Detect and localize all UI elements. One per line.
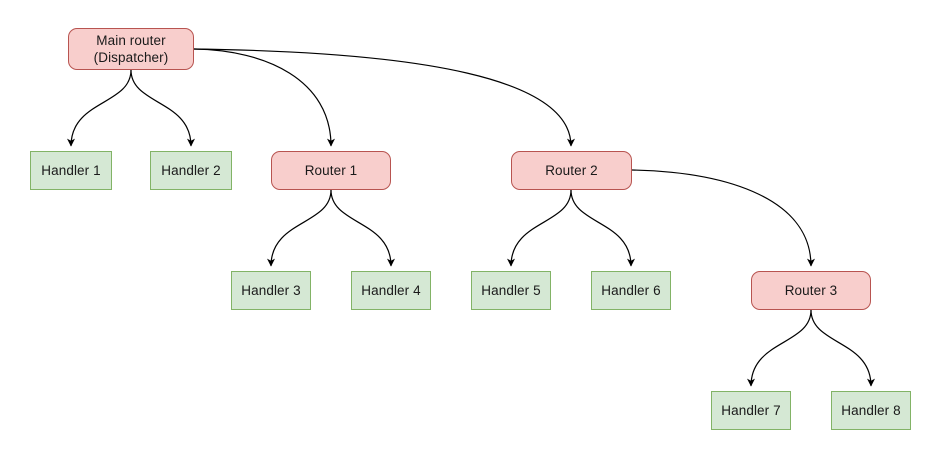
node-handler-4[interactable]: Handler 4	[351, 271, 431, 310]
node-router-1[interactable]: Router 1	[271, 151, 391, 190]
edge-main-to-router-2	[193, 48, 575, 147]
node-label-router-2: Router 2	[545, 162, 598, 178]
node-label-handler-1: Handler 1	[41, 162, 101, 178]
node-label-handler-3: Handler 3	[241, 282, 301, 298]
node-main-router[interactable]: Main router (Dispatcher)	[68, 28, 194, 70]
edge-router-2-to-router-3	[631, 169, 815, 267]
node-handler-2[interactable]: Handler 2	[150, 151, 232, 190]
diagram-edges	[67, 48, 875, 387]
node-handler-3[interactable]: Handler 3	[231, 271, 311, 310]
node-handler-1[interactable]: Handler 1	[30, 151, 112, 190]
node-label-handler-6: Handler 6	[601, 282, 661, 298]
node-label-handler-2: Handler 2	[161, 162, 221, 178]
edge-router-3-to-handler-7	[747, 309, 812, 387]
node-label-main-router: Main router (Dispatcher)	[93, 32, 169, 65]
node-label-router-1: Router 1	[304, 162, 358, 178]
node-router-3[interactable]: Router 3	[751, 271, 871, 310]
edge-router-1-to-handler-4	[330, 189, 395, 267]
edge-router-2-to-handler-6	[570, 189, 635, 267]
node-label-handler-8: Handler 8	[841, 402, 901, 418]
node-router-2[interactable]: Router 2	[511, 151, 632, 190]
edge-router-3-to-handler-8	[810, 309, 875, 387]
node-handler-7[interactable]: Handler 7	[711, 391, 791, 430]
node-label-router-3: Router 3	[784, 282, 838, 298]
node-label-handler-4: Handler 4	[361, 282, 421, 298]
edge-main-to-handler-2	[130, 69, 195, 147]
node-label-handler-7: Handler 7	[721, 402, 781, 418]
edge-main-to-router-1	[193, 48, 335, 147]
edge-router-2-to-handler-5	[507, 189, 572, 267]
node-handler-8[interactable]: Handler 8	[831, 391, 911, 430]
edge-router-1-to-handler-3	[267, 189, 332, 267]
node-label-handler-5: Handler 5	[481, 282, 541, 298]
node-handler-5[interactable]: Handler 5	[471, 271, 551, 310]
node-handler-6[interactable]: Handler 6	[591, 271, 671, 310]
edge-main-to-handler-1	[67, 69, 132, 147]
